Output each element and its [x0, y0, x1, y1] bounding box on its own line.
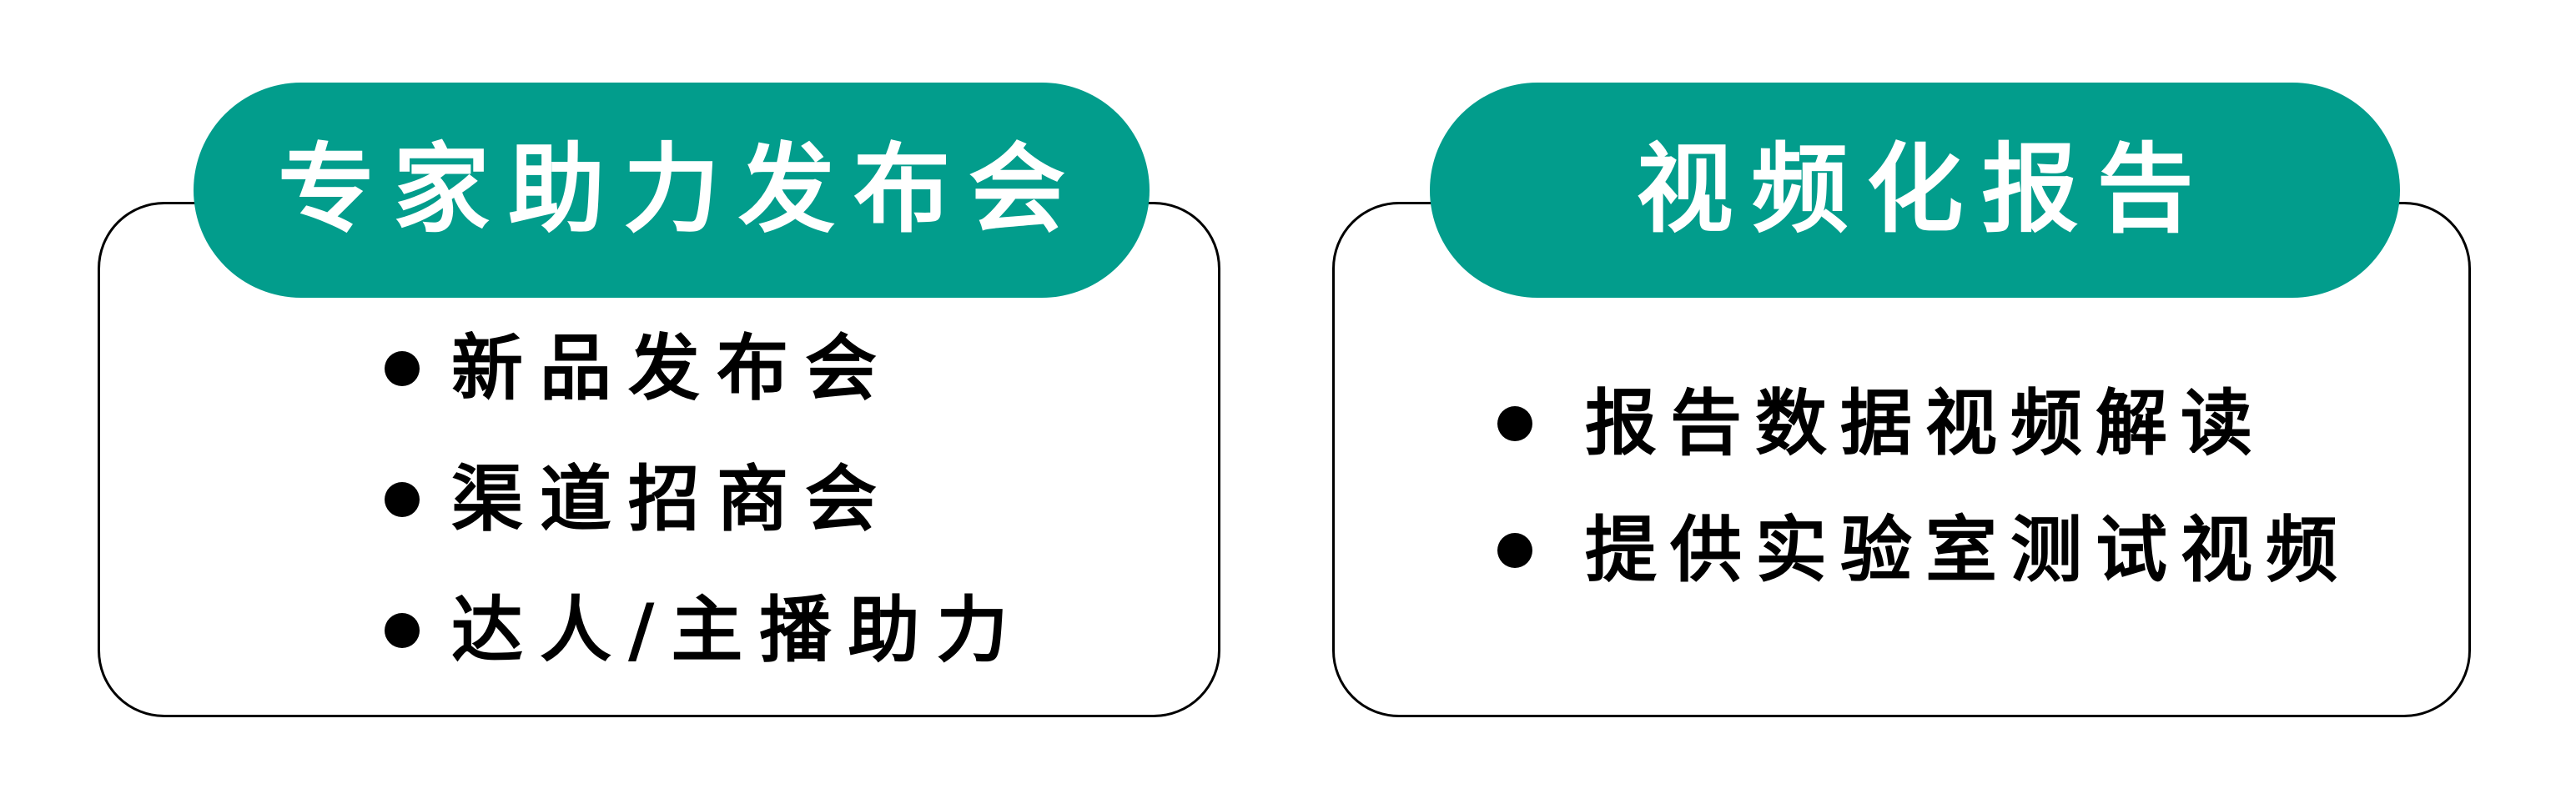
video-report-title-pill: 视频化报告	[1430, 83, 2400, 298]
expert-launch-list: 新品发布会 渠道招商会 达人/主播助力	[385, 327, 1024, 726]
list-item-label: 渠道招商会	[451, 458, 893, 541]
bullet-dot-icon	[385, 351, 420, 386]
list-item: 新品发布会	[385, 327, 1024, 410]
video-report-title: 视频化报告	[1636, 133, 2212, 246]
expert-launch-title-pill: 专家助力发布会	[194, 83, 1150, 298]
bullet-dot-icon	[1497, 406, 1532, 441]
list-item-label: 报告数据视频解读	[1585, 382, 2266, 465]
video-report-list: 报告数据视频解读 提供实验室测试视频	[1497, 382, 2351, 642]
bullet-dot-icon	[385, 482, 420, 517]
list-item-label: 达人/主播助力	[451, 589, 1025, 672]
list-item: 报告数据视频解读	[1497, 382, 2351, 465]
list-item: 达人/主播助力	[385, 595, 1024, 666]
expert-launch-title: 专家助力发布会	[278, 133, 1084, 246]
bullet-dot-icon	[1497, 533, 1532, 568]
list-item: 提供实验室测试视频	[1497, 509, 2351, 592]
bullet-dot-icon	[385, 613, 420, 648]
list-item-label: 新品发布会	[451, 327, 893, 410]
list-item: 渠道招商会	[385, 458, 1024, 541]
list-item-label: 提供实验室测试视频	[1585, 509, 2351, 592]
